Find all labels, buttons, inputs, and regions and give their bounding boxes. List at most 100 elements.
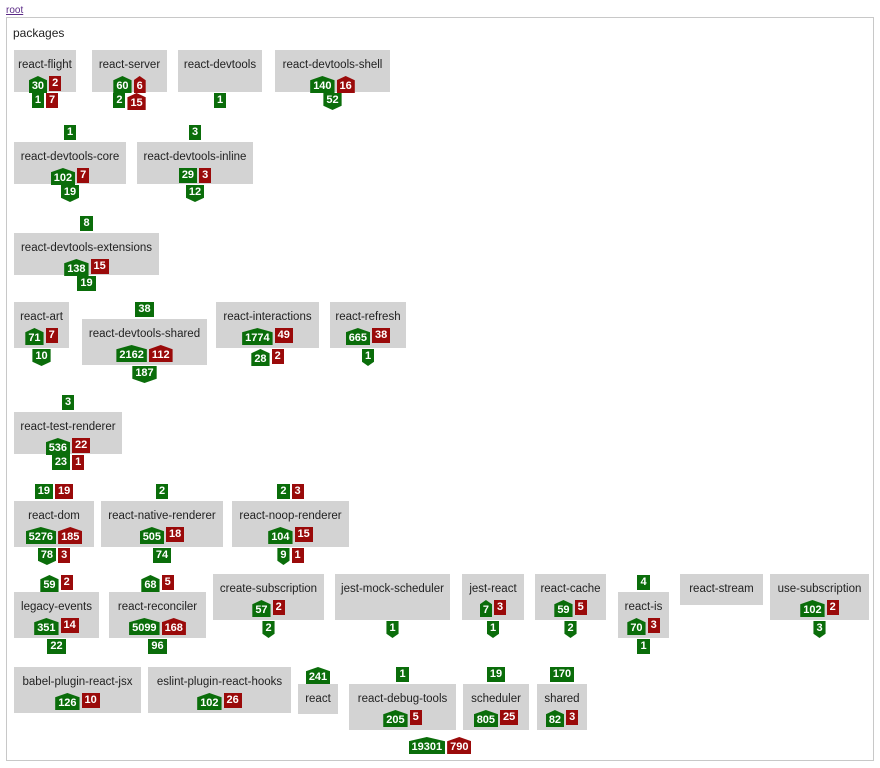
green-count-badge: 5099	[129, 618, 160, 635]
red-count-badge: 3	[494, 600, 507, 615]
in-badge-row: 2	[101, 484, 223, 501]
red-count-badge: 3	[566, 710, 579, 725]
green-count-badge: 1	[213, 93, 227, 108]
red-count-badge: 15	[294, 527, 313, 542]
red-count-badge: 5	[409, 710, 422, 725]
green-count-badge: 23	[51, 455, 71, 470]
green-count-badge: 70	[627, 618, 646, 635]
package-name: react-is	[624, 601, 663, 613]
red-count-badge: 7	[46, 93, 59, 108]
red-count-badge: 112	[148, 345, 173, 362]
green-count-badge: 82	[545, 710, 565, 727]
green-count-badge: 19	[60, 185, 80, 202]
package-box-react-stream[interactable]: react-stream	[680, 574, 763, 605]
red-count-badge: 3	[647, 618, 660, 633]
out-badge-row: 96	[109, 639, 206, 656]
out-badge-row: 74	[101, 548, 223, 565]
green-count-badge: 28	[251, 349, 270, 366]
green-count-badge: 3	[61, 395, 75, 410]
package-name: babel-plugin-react-jsx	[22, 676, 133, 688]
green-count-badge: 140	[310, 76, 335, 93]
green-count-badge: 19	[486, 667, 506, 682]
green-count-badge: 3	[813, 621, 826, 638]
green-count-badge: 60	[113, 76, 132, 93]
green-count-badge: 170	[549, 667, 575, 682]
in-badge-row: 8	[14, 216, 159, 233]
green-count-badge: 1774	[242, 328, 273, 345]
green-count-badge: 351	[34, 618, 59, 635]
red-count-badge: 3	[199, 168, 212, 183]
package-name: react-server	[98, 59, 161, 71]
green-count-badge: 1	[386, 621, 399, 638]
green-count-badge: 71	[25, 328, 44, 345]
green-count-badge: 9	[277, 548, 290, 565]
red-count-badge: 15	[90, 259, 109, 274]
package-box-react-devtools[interactable]: react-devtools	[178, 50, 262, 92]
green-count-badge: 78	[37, 548, 57, 565]
package-name: react-devtools-inline	[143, 151, 247, 163]
green-count-badge: 19301	[408, 737, 446, 754]
root-link[interactable]: root	[6, 5, 24, 16]
green-count-badge: 1	[637, 639, 650, 654]
red-count-badge: 15	[127, 93, 146, 110]
green-count-badge: 1	[396, 667, 409, 682]
red-count-badge: 38	[372, 328, 391, 343]
package-name: scheduler	[471, 693, 521, 705]
green-count-badge: 74	[152, 548, 172, 563]
green-count-badge: 665	[345, 328, 371, 345]
green-count-badge: 3	[188, 125, 202, 140]
package-name: use-subscription	[777, 583, 862, 595]
green-count-badge: 505	[139, 527, 165, 544]
package-box-react[interactable]: react	[298, 684, 338, 714]
green-count-badge: 2	[564, 621, 577, 638]
package-name: shared	[544, 693, 580, 705]
red-count-badge: 3	[291, 484, 304, 499]
package-box-jest-mock-scheduler[interactable]: jest-mock-scheduler	[335, 574, 450, 620]
green-count-badge: 8	[80, 216, 93, 231]
package-name: react-devtools-shared	[88, 328, 201, 340]
red-count-badge: 14	[60, 618, 79, 633]
out-badge-row: 1	[462, 621, 524, 638]
package-name: react-debug-tools	[357, 693, 448, 705]
package-name: react-noop-renderer	[239, 510, 342, 522]
green-count-badge: 2	[155, 484, 169, 499]
out-badge-row: 52	[275, 93, 390, 110]
